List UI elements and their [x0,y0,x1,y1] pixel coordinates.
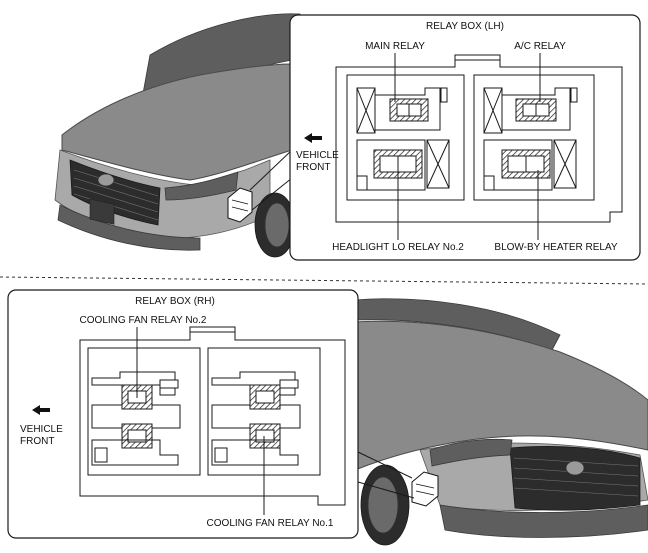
vehicle-front-indicator-bottom: VEHICLE FRONT [20,405,63,447]
arrow-left-icon [304,133,322,143]
cooling-fan-relay-no1-block [211,371,301,466]
relay-box-lh-title: RELAY BOX (LH) [426,21,504,32]
cooling-fan-relay-no1-label: COOLING FAN RELAY No.1 [207,518,334,529]
blowby-heater-relay-block [483,139,577,191]
ac-relay-label: A/C RELAY [514,41,566,52]
arrow-left-icon [32,405,50,415]
relay-box-rh-title: RELAY BOX (RH) [135,296,215,307]
blowby-heater-relay-label: BLOW-BY HEATER RELAY [494,242,618,253]
vehicle-front-text-line2: FRONT [20,436,54,447]
cooling-fan-relay-no2-label: COOLING FAN RELAY No.2 [80,315,207,326]
vehicle-front-text-line1: VEHICLE [20,424,63,435]
relay-box-lh-callout: RELAY BOX (LH) [289,14,641,261]
car-illustration-top [54,13,301,258]
section-divider [0,276,648,285]
car-illustration-bottom [354,298,648,546]
relay-box-lh-marker [227,187,253,223]
relay-box-rh-marker [411,471,439,507]
cooling-fan-relay-no2-block [91,371,181,466]
headlight-lo-relay-label: HEADLIGHT LO RELAY No.2 [332,242,464,253]
vehicle-front-indicator-top: VEHICLE FRONT [296,133,339,173]
main-relay-block [356,87,448,134]
relay-box-rh-callout: RELAY BOX (RH) [7,289,359,539]
vehicle-front-text-line1: VEHICLE [296,150,339,161]
vehicle-front-text-line2: FRONT [296,162,330,173]
ac-relay-block [483,87,578,134]
headlight-lo-relay-block [356,139,450,191]
main-relay-label: MAIN RELAY [365,41,425,52]
